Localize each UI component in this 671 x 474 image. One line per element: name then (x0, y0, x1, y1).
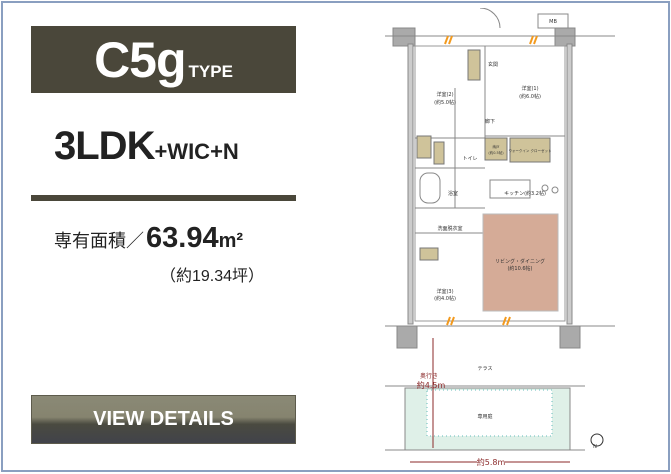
storage-label: 納戸 (493, 144, 501, 149)
depth-value: 約4.5m (417, 380, 446, 390)
compass-icon (590, 433, 604, 447)
room1-size: (約6.0帖) (519, 93, 541, 100)
wash-label: 洗面脱衣室 (437, 225, 462, 232)
room2-label: 洋室(2) (436, 91, 453, 98)
shoe-closet (467, 49, 481, 81)
hall-label: 廊下 (485, 118, 495, 125)
floor-area: 専有面積／ 63.94 m² (54, 222, 243, 255)
living-dining (482, 213, 559, 312)
room1-label: 洋室(1) (521, 85, 538, 92)
mb-label: MB (549, 19, 557, 25)
layout-title: 3LDK +WIC+N (54, 124, 239, 169)
bath-label: 浴室 (448, 190, 458, 197)
garden-label: 専用庭 (477, 413, 492, 420)
layout-extra: +WIC+N (154, 139, 239, 164)
type-code: C5g (94, 32, 186, 88)
living-size: (約10.6帖) (507, 265, 532, 272)
layout-main: 3LDK (54, 124, 155, 168)
depth-caption: 奥行き (420, 372, 438, 380)
storage-size: (約0.5帖) (488, 150, 504, 155)
divider (31, 195, 296, 201)
kitchen-label: キッチン(約3.2帖) (504, 190, 546, 197)
walk-in-closet (509, 137, 551, 163)
entrance-label: 玄関 (488, 61, 498, 68)
width-value: 約5.8m (477, 457, 506, 467)
storage-room (484, 137, 508, 161)
north-label: N (593, 444, 597, 450)
room3-size: (約4.0帖) (434, 295, 456, 302)
type-badge: C5g TYPE (31, 26, 296, 93)
room3-label: 洋室(3) (436, 288, 453, 295)
area-value: 63.94 (146, 222, 219, 254)
area-unit: m² (218, 230, 244, 252)
room2-size: (約5.0帖) (434, 99, 456, 106)
area-tsubo: （約19.34坪） (160, 268, 265, 285)
toilet-label: トイレ (462, 156, 477, 162)
view-details-button[interactable]: VIEW DETAILS (31, 395, 296, 444)
wic-label: ウォークイン クローゼット (508, 148, 551, 153)
living-label: リビング・ダイニング (495, 258, 545, 265)
area-label: 専有面積／ (54, 231, 144, 251)
type-suffix: TYPE (188, 62, 233, 81)
terrace-label: テラス (478, 366, 493, 372)
floor-plan: MB 玄関 洋室(1) (約6.0帖) 洋室(2) (約5.0帖) 廊下 トイレ… (385, 8, 615, 467)
